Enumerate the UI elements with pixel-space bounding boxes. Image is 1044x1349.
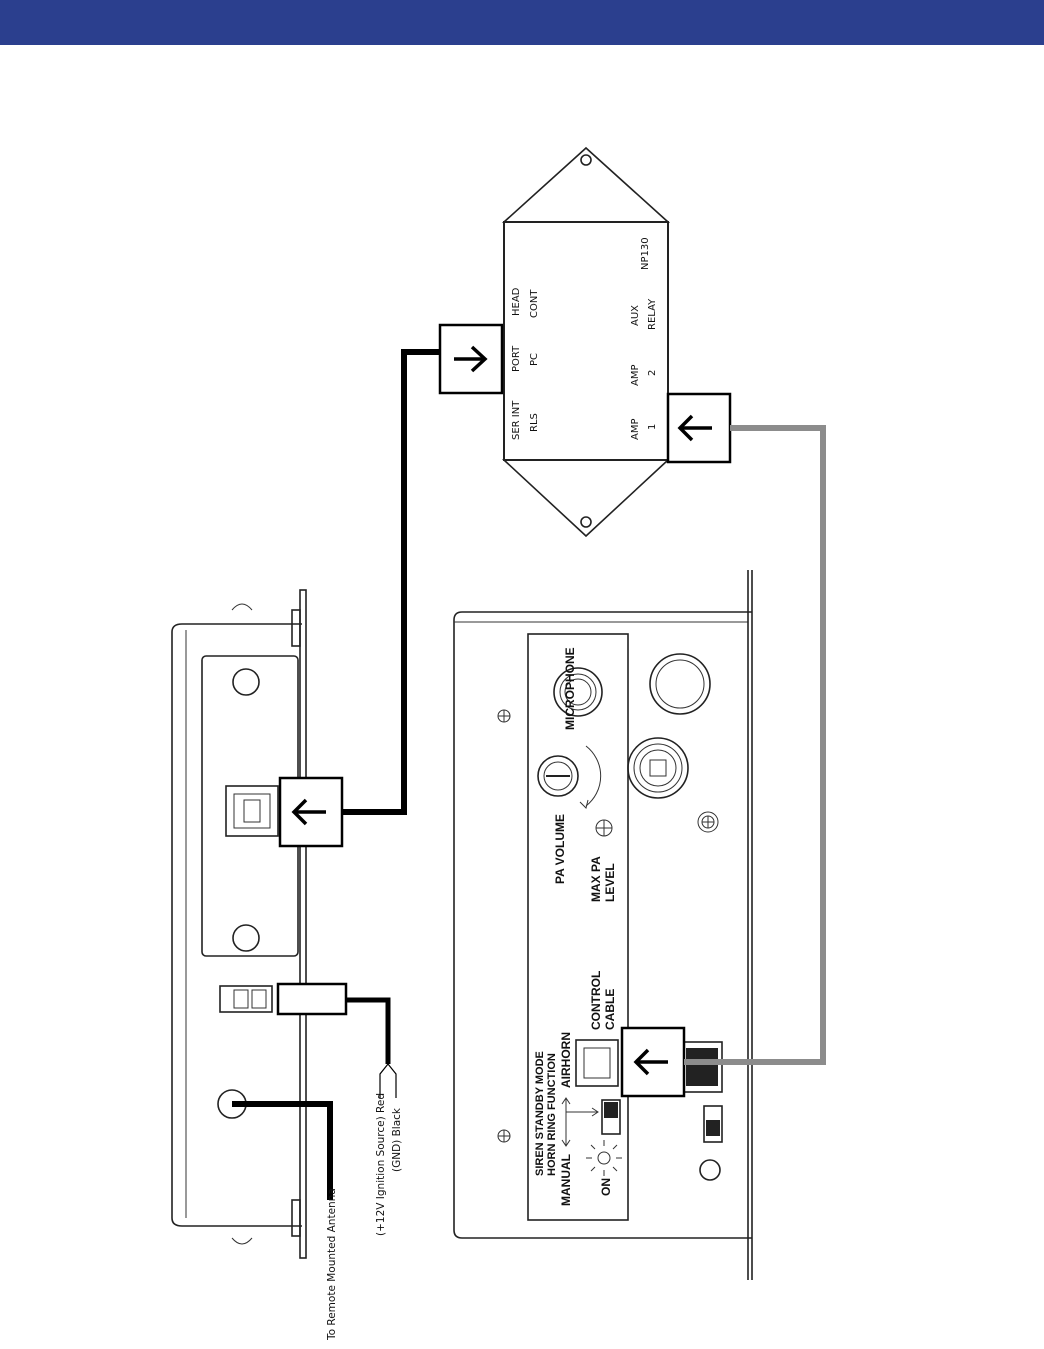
control-cable-label-2: CABLE: [603, 989, 617, 1030]
on-indicator-icon: [586, 1140, 622, 1176]
port-label-ser-int: SER INT: [511, 400, 522, 440]
port-label-rls: RLS: [529, 413, 540, 432]
controller-top-edge: [454, 612, 752, 620]
panel-screw-bottom: [233, 925, 259, 951]
np130-mount-hole-bottom: [581, 517, 591, 527]
control-cable-jack: [576, 1040, 618, 1086]
pc-port-cable: [342, 352, 440, 812]
port-label-head: HEAD: [511, 287, 522, 316]
port-label-amp2: AMP: [630, 365, 641, 387]
port-label-pc: PC: [529, 353, 540, 366]
speaker-jack: [650, 654, 710, 714]
microphone-jack: [554, 668, 602, 716]
on-label: ON: [599, 1178, 613, 1196]
port-label-aux: AUX: [630, 305, 641, 326]
control-jack: [628, 738, 688, 798]
mode-arrow-icon: [562, 1098, 598, 1146]
horn-ring-function-label: HORN RING FUNCTION: [546, 1053, 558, 1176]
screw-icon: [698, 812, 718, 832]
antenna-label: To Remote Mounted Antenna: [326, 1188, 338, 1341]
pc-port-arrow-box: [440, 325, 502, 393]
panel-screw-top: [233, 669, 259, 695]
port-label-amp2-number: 2: [647, 370, 658, 376]
power-cable: [346, 1000, 388, 1064]
indicator-led: [700, 1160, 720, 1180]
port-label-relay: RELAY: [647, 298, 658, 330]
port-label-amp1: AMP: [630, 419, 641, 441]
siren-standby-mode-label: SIREN STANDBY MODE: [534, 1051, 546, 1176]
screw-icon: [498, 710, 510, 722]
rear-panel-unit: [172, 590, 306, 1258]
np130-mount-hole-top: [581, 155, 591, 165]
rear-panel-flange: [300, 590, 306, 1258]
amp1-arrow-box: [668, 394, 730, 462]
control-cable-label-1: CONTROL: [589, 971, 603, 1030]
power-black-label: (GND) Black: [391, 1107, 403, 1172]
max-pa-level-trimmer: [596, 820, 612, 836]
antenna-cable: [232, 1104, 330, 1200]
siren-controller-unit: MICROPHONE PA VOLUME MAX PA LEVEL CONTRO…: [454, 570, 752, 1280]
rear-panel-top-edge: [172, 624, 302, 632]
manual-label: MANUAL: [559, 1154, 573, 1206]
pa-volume-knob: [538, 746, 601, 808]
power-wire-red: [380, 1064, 388, 1098]
power-wire-black: [388, 1064, 396, 1098]
power-red-label: (+12V Ignition Source) Red: [375, 1093, 387, 1236]
np130-top-flange: [504, 148, 668, 222]
microphone-label: MICROPHONE: [563, 647, 577, 730]
airhorn-label: AIRHORN: [559, 1032, 573, 1088]
control-cable-arrow-box: [622, 1028, 684, 1096]
power-plug: [278, 984, 346, 1014]
port-label-cont: CONT: [529, 289, 540, 318]
np130-junction-box: SER INT RLS PORT PC HEAD CONT AMP 1 AMP …: [504, 148, 668, 536]
pa-volume-label: PA VOLUME: [553, 814, 567, 884]
screw-icon: [498, 1130, 510, 1142]
port-label-amp1-number: 1: [647, 424, 658, 430]
port-label-port: PORT: [511, 345, 522, 372]
amp-cable: [684, 428, 823, 1062]
np130-model-label: NP130: [640, 237, 651, 270]
np130-bottom-flange: [504, 460, 668, 536]
rj45-arrow-box: [280, 778, 342, 846]
max-pa-level-label-1: MAX PA: [589, 856, 603, 902]
max-pa-level-label-2: LEVEL: [603, 863, 617, 902]
